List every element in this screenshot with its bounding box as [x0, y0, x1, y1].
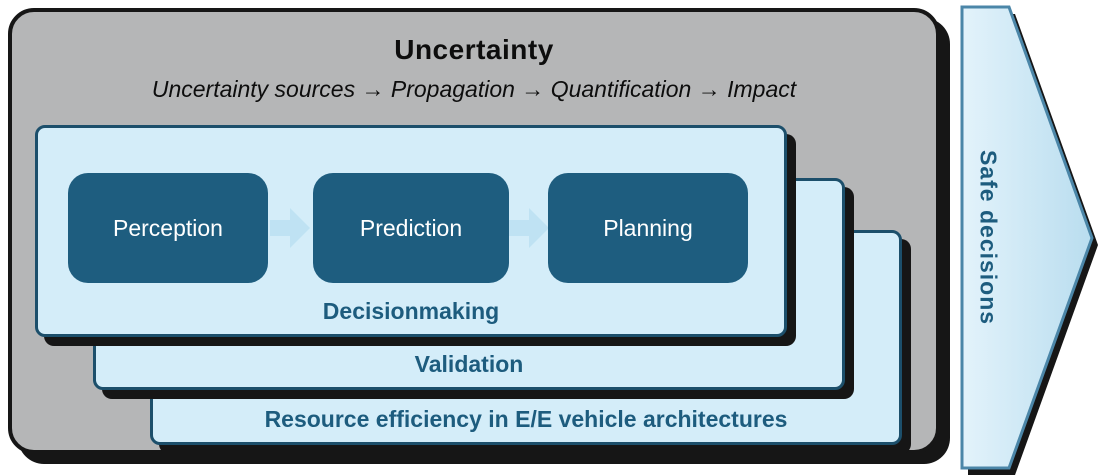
layer-validation-label: Validation: [414, 351, 524, 377]
planning-label: Planning: [603, 214, 693, 241]
layer-decisionmaking-label: Decisionmaking: [322, 298, 500, 324]
safe-decisions-arrow: [960, 5, 1098, 475]
layer-decisionmaking: Perception Prediction Planning Decisionm…: [35, 125, 787, 337]
arrow-body: [960, 5, 1094, 470]
panel-title: Uncertainty: [394, 34, 554, 65]
prediction-label: Prediction: [359, 214, 463, 241]
planning-box: Planning: [548, 173, 748, 283]
flow-arrow-icon: [509, 208, 549, 248]
safe-decisions-label: Safe decisions: [975, 150, 1002, 326]
flow-arrow-icon: [270, 208, 310, 248]
perception-box: Perception: [68, 173, 268, 283]
prediction-box: Prediction: [313, 173, 509, 283]
layer-resource-efficiency-label: Resource efficiency in E/E vehicle archi…: [264, 406, 788, 432]
panel-subtitle: Uncertainty sources → Propagation → Quan…: [151, 76, 797, 102]
perception-label: Perception: [113, 214, 223, 241]
